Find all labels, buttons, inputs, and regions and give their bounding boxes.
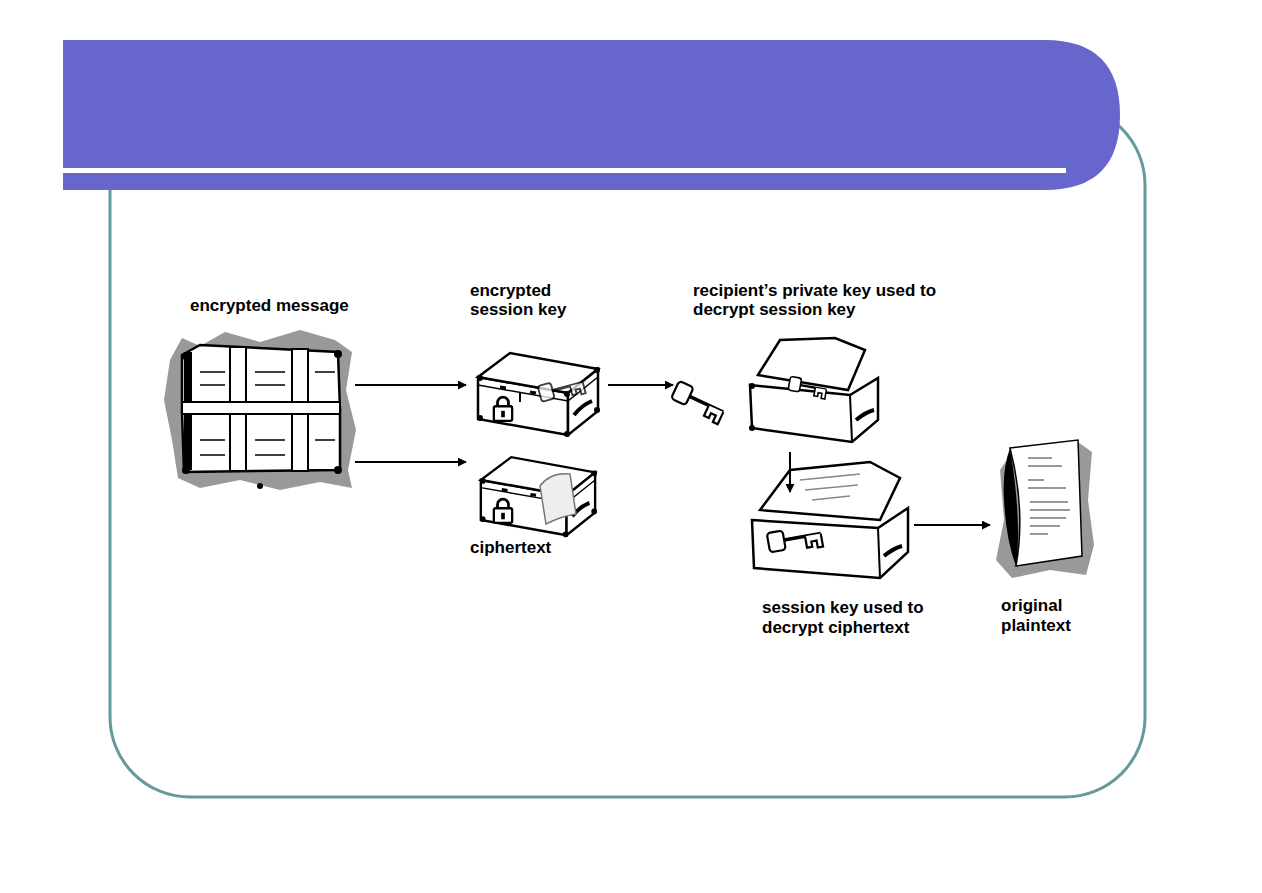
bundle-illustration-part bbox=[200, 372, 335, 455]
session-key-and-open-case-part bbox=[767, 524, 823, 556]
plaintext-sheet-part bbox=[1028, 458, 1070, 534]
bundle-illustration bbox=[164, 330, 356, 490]
private-key-and-open-case-part bbox=[749, 383, 755, 389]
step-label: original plaintext bbox=[1001, 596, 1111, 635]
bundle-illustration-part bbox=[182, 466, 190, 474]
private-key-and-open-case-part-part bbox=[788, 376, 828, 399]
locked-case-with-key-part bbox=[538, 375, 586, 405]
message-bundle: encrypted message bbox=[165, 330, 353, 488]
step-label: session key used to decrypt ciphertext bbox=[762, 598, 942, 637]
bundle-illustration-part bbox=[182, 352, 190, 360]
bundle-illustration-part bbox=[164, 330, 356, 490]
private-key-and-open-case-part-part bbox=[670, 381, 728, 424]
bundle-illustration-part bbox=[334, 350, 342, 358]
locked-case-ciphertext-part bbox=[540, 474, 576, 524]
session-key-and-open-case-part bbox=[800, 474, 860, 500]
title-band bbox=[63, 40, 1120, 190]
session-key-and-open-case bbox=[752, 462, 908, 578]
private-key-and-open-case bbox=[670, 338, 878, 442]
locked-case-with-key bbox=[477, 353, 600, 437]
flow-arrow bbox=[914, 524, 990, 526]
private-key-and-open-case-part bbox=[758, 338, 865, 390]
step-label: ciphertext bbox=[470, 538, 551, 558]
locked-case-with-key-part bbox=[494, 397, 512, 421]
step-label: encrypted message bbox=[190, 296, 349, 316]
flow-arrow bbox=[608, 384, 673, 386]
ciphertext-case: ciphertext bbox=[468, 448, 606, 536]
slide-frame-part bbox=[110, 105, 1145, 797]
bundle-illustration-part bbox=[257, 483, 263, 489]
flow-arrow bbox=[789, 452, 791, 492]
session-key-and-open-case-part bbox=[752, 508, 908, 578]
plaintext-sheet-part bbox=[996, 440, 1094, 578]
plaintext-sheet-part bbox=[1010, 440, 1082, 566]
private-key-and-open-case-part bbox=[670, 381, 728, 424]
locked-case-ciphertext-part bbox=[494, 499, 512, 523]
locked-case-ciphertext-part bbox=[480, 457, 597, 537]
plaintext-sheet: original plaintext bbox=[992, 440, 1094, 580]
title-band-part bbox=[63, 40, 1120, 190]
slide-frame bbox=[110, 105, 1145, 797]
plaintext-sheet-part bbox=[1004, 448, 1018, 566]
plaintext-sheet bbox=[996, 440, 1094, 578]
private-key-and-open-case-part bbox=[788, 376, 828, 399]
bundle-illustration-part bbox=[334, 466, 342, 474]
session-key-step: session key used to decrypt ciphertext bbox=[748, 494, 912, 584]
session-key-case: encrypted session key bbox=[468, 330, 606, 442]
flow-arrow bbox=[355, 384, 466, 386]
locked-case-with-key-part-part bbox=[538, 375, 586, 405]
private-key-and-open-case-part bbox=[856, 410, 874, 420]
locked-case-with-key-part bbox=[477, 353, 600, 437]
flow-arrow bbox=[355, 461, 466, 463]
step-label: encrypted session key bbox=[470, 281, 600, 320]
locked-case-ciphertext bbox=[480, 457, 597, 537]
session-key-and-open-case-part bbox=[884, 546, 902, 556]
step-label: recipient’s private key used to decrypt … bbox=[693, 281, 993, 320]
private-key-and-open-case-part bbox=[749, 425, 755, 431]
bundle-illustration-part bbox=[182, 402, 340, 414]
session-key-and-open-case-part-part bbox=[767, 524, 823, 556]
title-band-part bbox=[63, 168, 1066, 173]
locked-case-with-key-part bbox=[519, 392, 521, 402]
session-key-and-open-case-part bbox=[878, 528, 880, 578]
private-key-step: recipient’s private key used to decrypt … bbox=[675, 330, 883, 450]
session-key-and-open-case-part bbox=[760, 462, 900, 520]
bundle-illustration-part bbox=[182, 410, 340, 472]
private-key-and-open-case-part bbox=[850, 395, 852, 442]
